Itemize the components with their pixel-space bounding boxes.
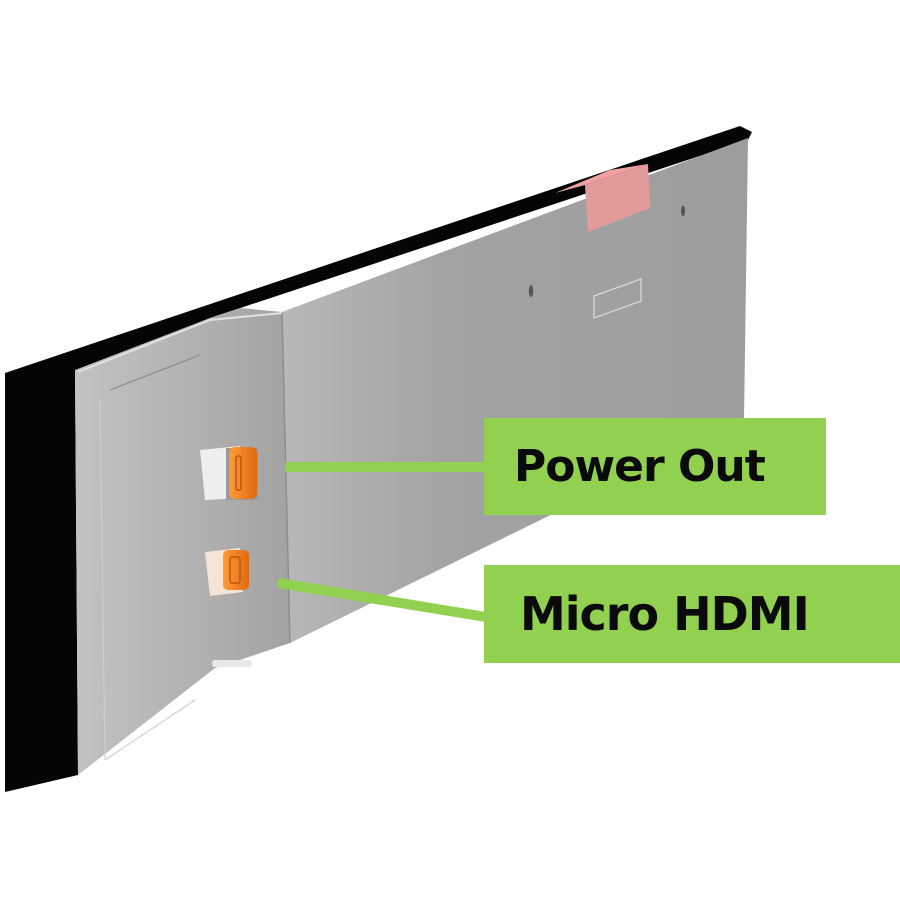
rear-panel — [75, 138, 748, 775]
power-out-label: Power Out — [514, 441, 766, 492]
panel-details — [528, 205, 685, 319]
display-bezel — [5, 126, 752, 792]
micro-hdmi-port — [223, 550, 249, 590]
micro-hdmi-callout: Micro HDMI — [484, 565, 900, 663]
micro-hdmi-leader-line — [277, 578, 487, 622]
pink-label — [555, 164, 650, 232]
power-out-port — [229, 447, 257, 499]
power-out-callout: Power Out — [484, 418, 826, 515]
micro-hdmi-label: Micro HDMI — [520, 587, 810, 641]
ports — [200, 446, 258, 596]
callout-leaders — [277, 462, 487, 622]
